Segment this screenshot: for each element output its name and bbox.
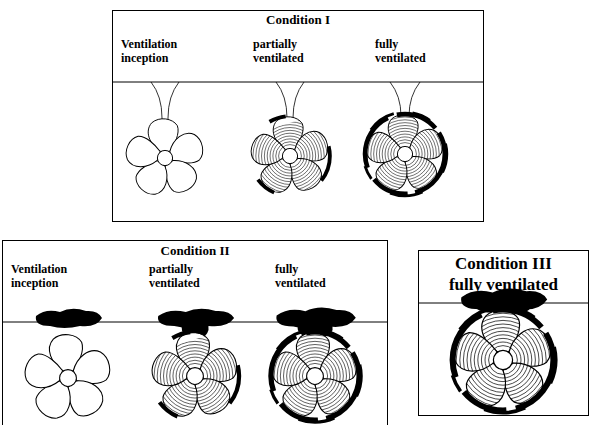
state-label: partially ventilated bbox=[149, 262, 229, 290]
propeller-partial bbox=[148, 332, 241, 422]
illustration-part bbox=[307, 368, 324, 385]
illustration-part bbox=[168, 82, 179, 124]
illustration-part bbox=[151, 82, 162, 124]
propeller-full bbox=[268, 330, 361, 422]
illustration-part bbox=[21, 335, 114, 424]
illustration-part bbox=[274, 335, 356, 417]
illustration-part bbox=[157, 150, 172, 165]
state-label: Ventilation inception bbox=[121, 37, 213, 65]
state-label: fully ventilated bbox=[419, 275, 588, 295]
propeller-inception bbox=[21, 335, 114, 424]
illustration-part bbox=[397, 146, 412, 161]
illustration-part bbox=[36, 309, 102, 328]
illustration-part bbox=[151, 332, 239, 420]
illustration-part bbox=[456, 313, 550, 407]
condition-panel: Condition IIIfully ventilated bbox=[418, 250, 589, 416]
illustration-part bbox=[154, 335, 236, 417]
panel-heading: Condition II bbox=[3, 244, 387, 258]
panel-heading: Condition I bbox=[113, 13, 483, 27]
propeller-full bbox=[363, 112, 447, 196]
state-label: fully ventilated bbox=[275, 262, 345, 290]
illustration-part bbox=[123, 119, 207, 200]
state-label: Ventilation inception bbox=[11, 262, 106, 290]
illustration-part bbox=[250, 116, 330, 196]
propeller-full bbox=[449, 307, 555, 413]
illustration-part bbox=[493, 350, 512, 369]
illustration-part bbox=[248, 117, 332, 198]
condition-panel: Condition II Ventilation inception partial… bbox=[2, 240, 388, 425]
water-surface bbox=[113, 82, 483, 83]
panel-heading: Condition III bbox=[419, 254, 588, 274]
illustration-part bbox=[253, 119, 327, 193]
illustration-part bbox=[363, 112, 447, 196]
propeller-partial bbox=[248, 116, 332, 197]
illustration-part bbox=[368, 117, 442, 191]
illustration-part bbox=[293, 82, 304, 122]
propeller-inception bbox=[123, 119, 207, 200]
condition-panel: Condition I Ventilation inception partiall… bbox=[112, 10, 484, 222]
illustration-part bbox=[187, 368, 204, 385]
illustration-part bbox=[450, 307, 556, 413]
illustration-part bbox=[148, 333, 241, 422]
illustration-part bbox=[60, 370, 77, 387]
state-label: fully ventilated bbox=[375, 37, 445, 65]
state-label: partially ventilated bbox=[253, 37, 333, 65]
illustration-part bbox=[282, 148, 297, 163]
illustration-part bbox=[269, 330, 361, 422]
